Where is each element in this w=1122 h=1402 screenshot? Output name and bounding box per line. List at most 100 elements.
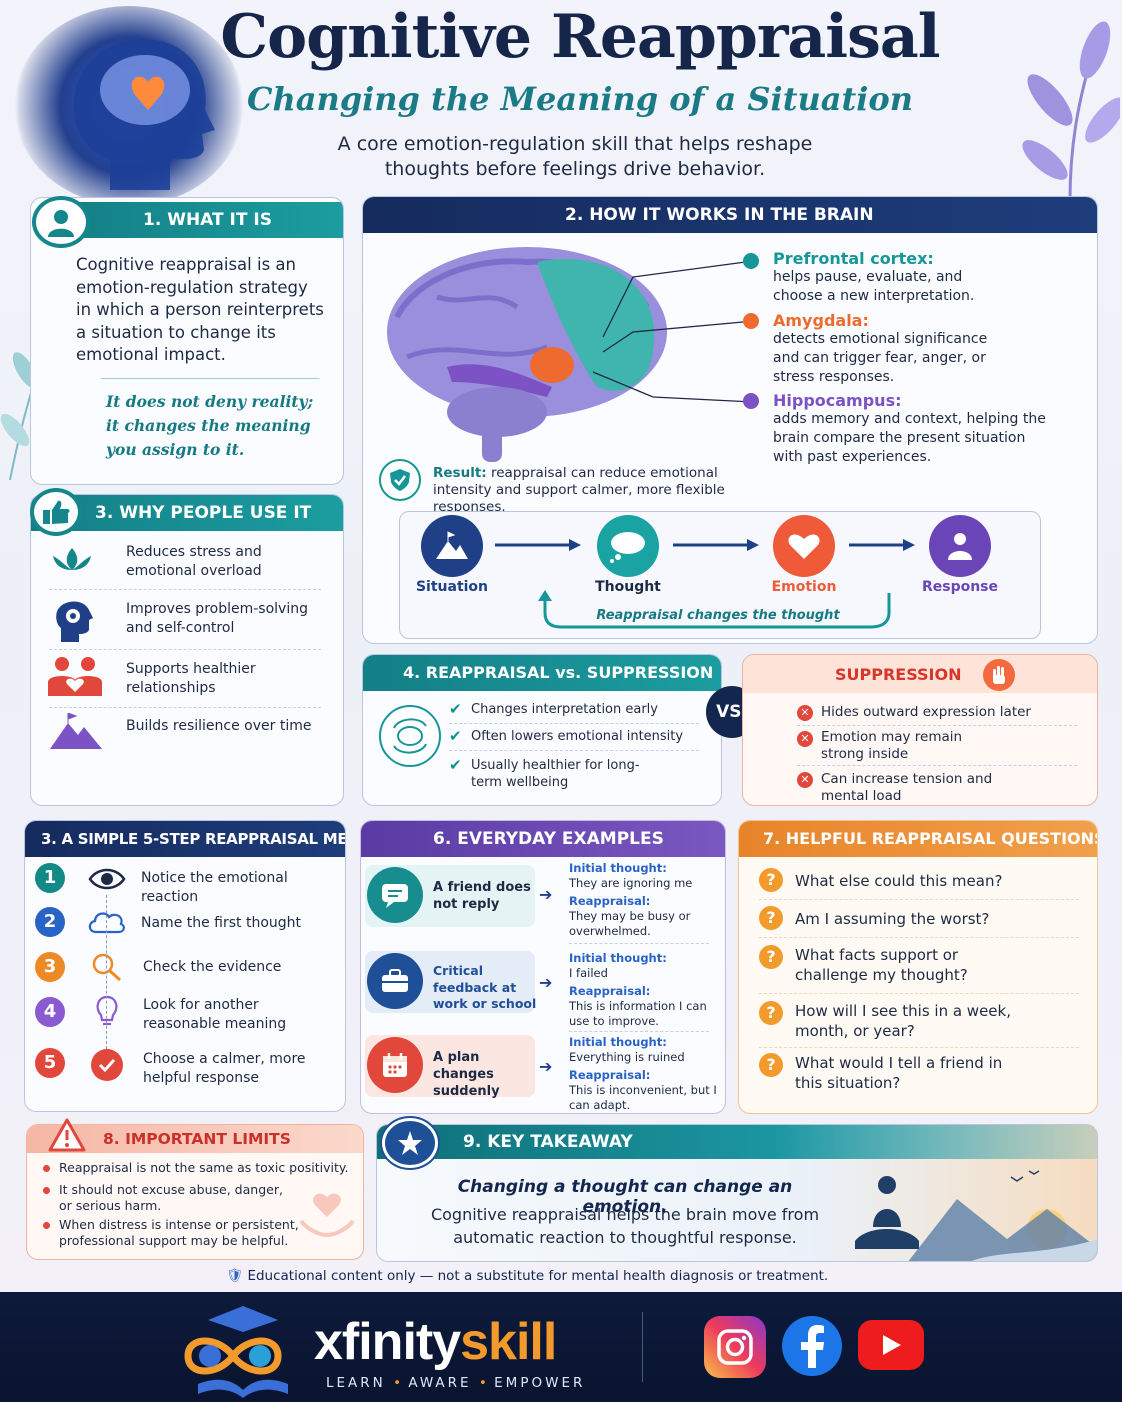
hippocampus-region bbox=[447, 364, 552, 397]
cross-icon: ✕ bbox=[797, 772, 813, 788]
disclaimer: 🛡 Educational content only — not a subst… bbox=[226, 1268, 829, 1284]
reappraisal-point: Usually healthier for long-term wellbein… bbox=[471, 758, 640, 790]
lightbulb-icon bbox=[89, 993, 125, 1029]
magnifier-icon bbox=[87, 951, 127, 983]
question-icon: ? bbox=[759, 868, 783, 892]
footer-divider bbox=[642, 1312, 643, 1382]
leaf-sprig-icon bbox=[1022, 21, 1120, 200]
section-what-it-is: 1. WHAT IT IS Cognitive reappraisal is a… bbox=[30, 197, 344, 485]
connector-lines bbox=[593, 260, 754, 403]
section-header: 8. IMPORTANT LIMITS bbox=[103, 1130, 291, 1148]
suppression-point: Hides outward expression later bbox=[821, 704, 1031, 720]
check-circle-icon bbox=[91, 1049, 123, 1081]
cross-icon: ✕ bbox=[797, 705, 813, 721]
amygdala-dot bbox=[743, 313, 759, 329]
instagram-icon[interactable] bbox=[704, 1316, 766, 1378]
brand-tagline: LEARN • AWARE • EMPOWER bbox=[326, 1375, 586, 1391]
gear-head-icon bbox=[51, 597, 97, 643]
step-number: 1 bbox=[35, 863, 65, 893]
benefit-text: Reduces stress and emotional overload bbox=[126, 544, 262, 579]
bullet bbox=[43, 1222, 50, 1229]
step-text: Name the first thought bbox=[141, 915, 302, 931]
bullet bbox=[43, 1187, 50, 1194]
example-thoughts: Initial thought: Everything is ruined Re… bbox=[569, 1035, 717, 1112]
divider bbox=[101, 378, 319, 379]
divider bbox=[49, 707, 321, 708]
section-header: 1. WHAT IT IS bbox=[61, 202, 343, 238]
arrow-icon: ➔ bbox=[539, 973, 553, 992]
key-quote: It does not deny reality; it changes the… bbox=[106, 392, 314, 459]
step-number: 2 bbox=[35, 907, 65, 937]
step-text: Choose a calmer, more helpful response bbox=[143, 1051, 306, 1086]
flow-step-thought: Thought bbox=[595, 579, 661, 595]
check-icon: ✔ bbox=[449, 756, 462, 774]
arrow-icon bbox=[849, 539, 915, 551]
arrow-icon: ➔ bbox=[539, 885, 553, 904]
section-header: 6. EVERYDAY EXAMPLES bbox=[361, 821, 725, 857]
reappraisal-point: Changes interpretation early bbox=[471, 702, 658, 717]
limit-text: Reappraisal is not the same as toxic pos… bbox=[59, 1160, 349, 1175]
example-thoughts: Initial thought: They are ignoring me Re… bbox=[569, 861, 693, 938]
section-reappraisal-vs-suppression: 4. REAPPRAISAL vs. SUPPRESSION ✔ Changes… bbox=[362, 654, 722, 806]
check-icon: ✔ bbox=[449, 727, 462, 745]
shield-check-icon bbox=[379, 459, 421, 501]
question-text: What else could this mean? bbox=[795, 872, 1003, 890]
divider bbox=[759, 1047, 1079, 1048]
divider bbox=[759, 993, 1079, 994]
divider bbox=[49, 649, 321, 650]
section-helpful-questions: 7. HELPFUL REAPPRAISAL QUESTIONS ? What … bbox=[738, 820, 1098, 1114]
amygdala-region bbox=[530, 347, 574, 383]
example-thoughts: Initial thought: I failed Reappraisal: T… bbox=[569, 951, 707, 1028]
warning-icon bbox=[48, 1118, 86, 1152]
eye-icon bbox=[87, 863, 127, 895]
step-connector bbox=[106, 895, 107, 1049]
section-key-takeaway: 9. KEY TAKEAWAY Changing a thought can c… bbox=[376, 1124, 1098, 1262]
section-header: 3. WHY PEOPLE USE IT bbox=[31, 495, 343, 531]
step-text: Notice the emotional reaction bbox=[141, 870, 288, 905]
calendar-icon bbox=[367, 1037, 423, 1093]
divider bbox=[49, 589, 321, 590]
reappraisal-point: Often lowers emotional intensity bbox=[471, 729, 684, 744]
people-heart-icon bbox=[47, 655, 103, 697]
divider bbox=[797, 725, 1077, 726]
takeaway-header-bg bbox=[377, 1125, 1097, 1159]
facebook-icon[interactable] bbox=[782, 1316, 842, 1376]
benefit-text: Builds resilience over time bbox=[126, 718, 312, 734]
section-how-it-works: 2. HOW IT WORKS IN THE BRAIN Prefrontal … bbox=[362, 196, 1098, 644]
thought-bubble-icon bbox=[597, 515, 659, 577]
youtube-icon[interactable] bbox=[858, 1320, 924, 1370]
prefrontal-dot bbox=[743, 253, 759, 269]
definition-text: Cognitive reappraisal is an emotion-regu… bbox=[76, 255, 324, 364]
hand-stop-icon bbox=[983, 659, 1015, 691]
cross-icon: ✕ bbox=[797, 731, 813, 747]
example-situation: A friend does not reply bbox=[433, 880, 531, 912]
question-icon: ? bbox=[759, 906, 783, 930]
arrow-icon: ➔ bbox=[539, 1057, 553, 1076]
section-header: 9. KEY TAKEAWAY bbox=[463, 1132, 633, 1152]
question-text: What would I tell a friend in this situa… bbox=[795, 1054, 1003, 1092]
example-situation: Critical feedback at work or school bbox=[433, 963, 537, 1011]
loop-arrow-icon bbox=[538, 590, 891, 629]
example-situation: A plan changes suddenly bbox=[433, 1050, 500, 1099]
takeaway-body: Cognitive reappraisal helps the brain mo… bbox=[430, 1205, 820, 1247]
briefcase-icon bbox=[367, 953, 423, 1009]
cycle-brain-icon bbox=[379, 705, 441, 767]
question-text: What facts support or challenge my thoug… bbox=[795, 946, 968, 984]
question-text: Am I assuming the worst? bbox=[795, 910, 990, 928]
bullet bbox=[43, 1165, 50, 1172]
divider bbox=[449, 750, 699, 751]
region-prefrontal: Prefrontal cortex: helps pause, evaluate… bbox=[773, 249, 975, 304]
page-subtitle: Changing the Meaning of a Situation bbox=[246, 80, 914, 118]
person-response-icon bbox=[929, 515, 991, 577]
head-silhouette-icon bbox=[73, 39, 215, 191]
section-everyday-examples: 6. EVERYDAY EXAMPLES A friend does not r… bbox=[360, 820, 726, 1114]
region-hippocampus: Hippocampus: adds memory and context, he… bbox=[773, 391, 1046, 465]
hippocampus-dot bbox=[743, 393, 759, 409]
brand-name: xfinityskill bbox=[314, 1313, 557, 1371]
mountain-flag-icon bbox=[49, 711, 103, 751]
cloud-thought-icon bbox=[87, 907, 127, 939]
step-number: 3 bbox=[35, 952, 65, 982]
flow-step-emotion: Emotion bbox=[771, 579, 837, 595]
section-header: 3. A SIMPLE 5-STEP REAPPRAISAL METHOD bbox=[25, 821, 345, 857]
section-header: 2. HOW IT WORKS IN THE BRAIN bbox=[363, 197, 1097, 233]
